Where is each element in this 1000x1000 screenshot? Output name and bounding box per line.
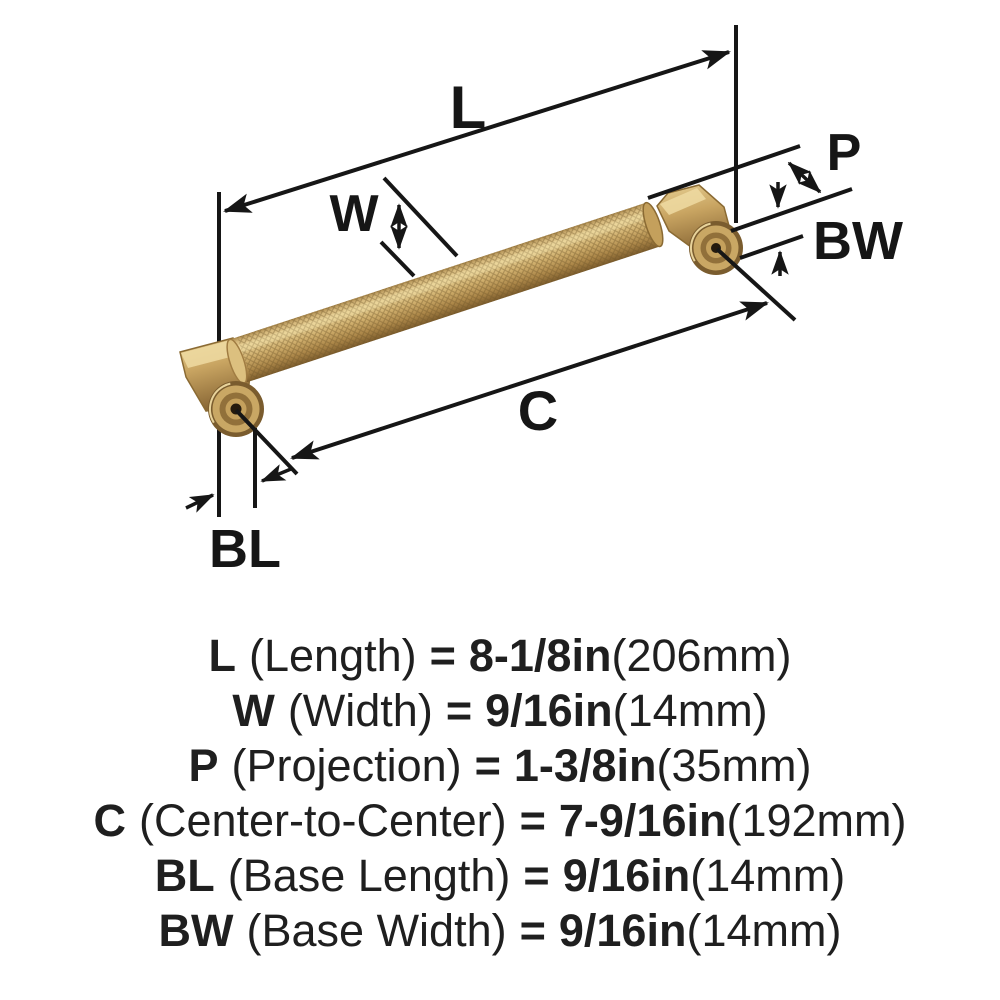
dimension-diagram: L W P BW C BL	[179, 25, 903, 579]
legend-label: (Center-to-Center)	[138, 795, 507, 846]
bar-highlight	[234, 210, 649, 355]
legend-mm: (192mm)	[726, 795, 907, 846]
w-extension-line-bottom	[379, 240, 416, 278]
right-post-shine	[690, 222, 742, 274]
p-extension-line-bottom	[730, 187, 853, 233]
legend-equals: =	[519, 905, 546, 956]
legend-row-length: L(Length)=8-1/8in(206mm)	[0, 628, 1000, 683]
legend-row-width: W(Width)=9/16in(14mm)	[0, 683, 1000, 738]
legend-label: (Length)	[249, 630, 417, 681]
legend-label: (Base Width)	[246, 905, 507, 956]
bw-extension-line-bottom	[739, 234, 804, 260]
p-extension-line-top	[647, 144, 801, 200]
label-base-length: BL	[209, 519, 281, 579]
c-dimension-arrow	[290, 301, 769, 460]
c-extension-line-left	[234, 408, 299, 476]
legend-inches: 8-1/8in	[468, 630, 612, 681]
w-extension-line-top	[382, 176, 459, 258]
legend-inches: 9/16in	[558, 905, 687, 956]
legend-equals: =	[474, 740, 501, 791]
legend-code: C	[93, 795, 126, 846]
label-base-width: BW	[813, 211, 903, 271]
legend-inches: 9/16in	[562, 850, 691, 901]
legend-equals: =	[523, 850, 550, 901]
legend-row-projection: P(Projection)=1-3/8in(35mm)	[0, 738, 1000, 793]
bl-pointer-arrow-left	[185, 493, 215, 513]
legend-code: L	[208, 630, 237, 681]
legend-inches: 9/16in	[485, 685, 613, 736]
handle-pull	[179, 184, 743, 437]
legend-equals: =	[519, 795, 546, 846]
legend-code: BL	[154, 850, 215, 901]
legend-code: P	[188, 740, 219, 791]
legend-row-center-to-center: C(Center-to-Center)=7-9/16in(192mm)	[0, 793, 1000, 848]
label-projection: P	[827, 124, 862, 182]
legend-inches: 7-9/16in	[558, 795, 727, 846]
legend-row-base-length: BL(Base Length)=9/16in(14mm)	[0, 848, 1000, 903]
legend-equals: =	[445, 685, 473, 736]
label-center-to-center: C	[518, 379, 558, 442]
label-width: W	[329, 185, 379, 243]
legend-inches: 1-3/8in	[513, 740, 657, 791]
legend-code: W	[232, 685, 275, 736]
legend-mm: (14mm)	[612, 685, 768, 736]
legend-equals: =	[429, 630, 456, 681]
legend-mm: (35mm)	[656, 740, 812, 791]
legend-label: (Base Length)	[227, 850, 511, 901]
legend-mm: (206mm)	[611, 630, 792, 681]
left-post-shine	[209, 382, 263, 437]
c-extension-line-right	[715, 247, 797, 322]
dimension-legend: L(Length)=8-1/8in(206mm) W(Width)=9/16in…	[0, 628, 1000, 958]
left-foot-arm-highlight	[181, 340, 238, 368]
p-dimension-arrow	[787, 161, 822, 194]
legend-label: (Projection)	[231, 740, 462, 791]
legend-code: BW	[158, 905, 234, 956]
legend-mm: (14mm)	[686, 905, 842, 956]
label-length: L	[450, 74, 487, 141]
legend-row-base-width: BW(Base Width)=9/16in(14mm)	[0, 903, 1000, 958]
legend-label: (Width)	[287, 685, 433, 736]
l-dimension-arrow	[223, 50, 731, 213]
bl-pointer-arrow-right	[260, 464, 292, 483]
legend-mm: (14mm)	[690, 850, 846, 901]
